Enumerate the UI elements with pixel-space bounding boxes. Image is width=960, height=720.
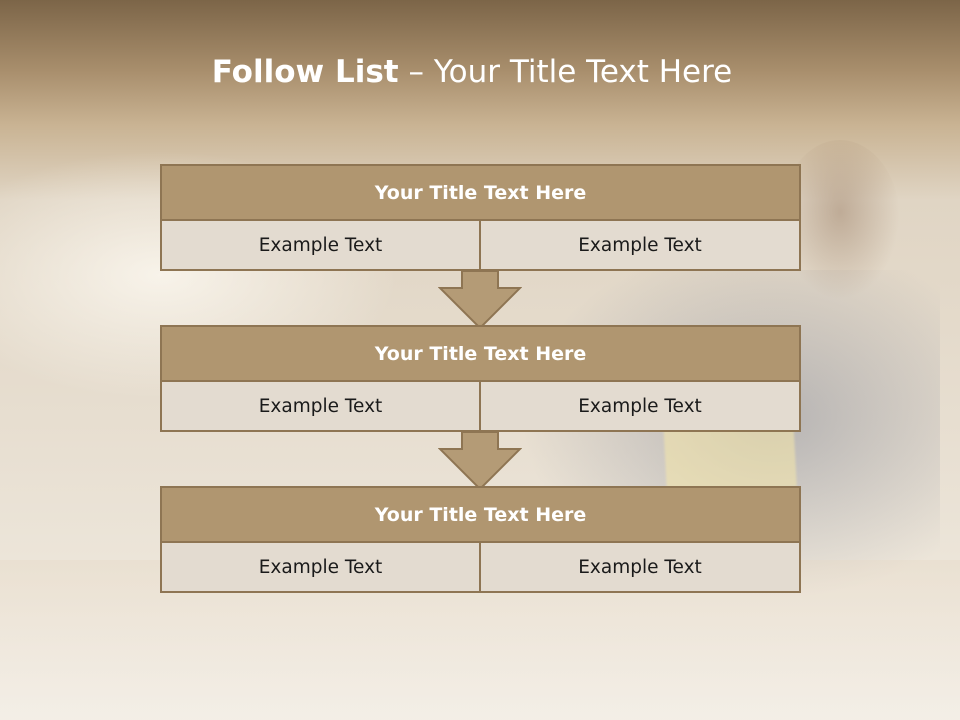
- block-cell-left: Example Text: [160, 543, 481, 593]
- block-cell-left: Example Text: [160, 382, 481, 432]
- arrow-down-icon: [438, 431, 522, 491]
- arrow-down-icon: [438, 270, 522, 330]
- block-cell-right: Example Text: [479, 221, 801, 271]
- slide-title: Follow List – Your Title Text Here: [0, 54, 944, 90]
- block-cell-left: Example Text: [160, 221, 481, 271]
- block-cell-right: Example Text: [479, 543, 801, 593]
- block-header: Your Title Text Here: [160, 164, 801, 221]
- slide-title-rest: – Your Title Text Here: [398, 54, 733, 90]
- block-header: Your Title Text Here: [160, 325, 801, 382]
- block-header: Your Title Text Here: [160, 486, 801, 543]
- slide-title-bold: Follow List: [211, 54, 399, 90]
- block-cell-right: Example Text: [479, 382, 801, 432]
